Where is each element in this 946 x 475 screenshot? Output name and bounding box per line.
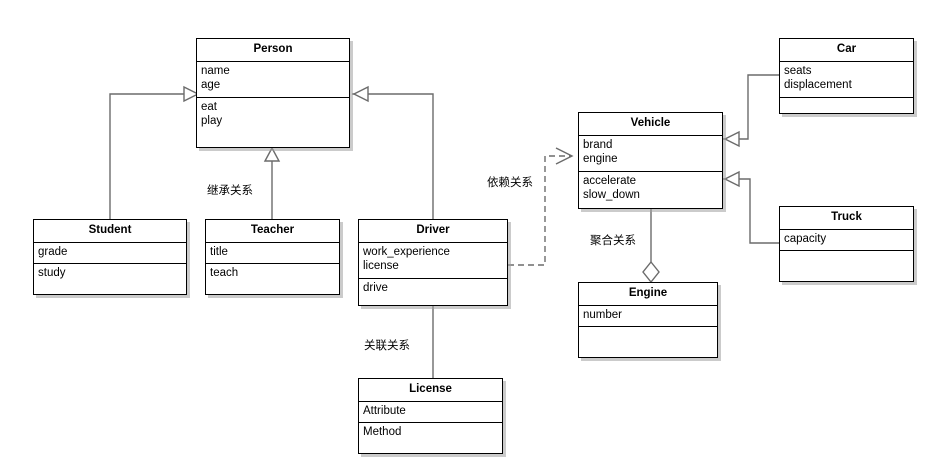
operation-item: study (38, 266, 66, 279)
dependency-driver-vehicle (508, 147, 574, 266)
attributes-compartment-student: grade (34, 243, 186, 264)
class-box-engine[interactable]: Engine number (578, 282, 718, 358)
operation-item: accelerate (583, 174, 637, 187)
operation-item: teach (210, 266, 239, 279)
attribute-item: title (210, 245, 228, 258)
attributes-compartment-person: name age (197, 62, 349, 98)
operations-compartment-vehicle: accelerate slow_down (579, 172, 722, 209)
attribute-item: capacity (784, 232, 827, 245)
class-box-license[interactable]: License Attribute Method (358, 378, 503, 454)
operation-item: play (201, 115, 223, 127)
operation-item: eat (201, 100, 217, 113)
class-name-student: Student (34, 220, 186, 243)
class-name-car: Car (780, 39, 913, 62)
operations-compartment-teacher: teach (206, 264, 339, 295)
attribute-item: number (583, 308, 622, 321)
attribute-item: seats (784, 64, 812, 77)
class-name-person: Person (197, 39, 349, 62)
operations-compartment-engine (579, 327, 717, 358)
class-box-teacher[interactable]: Teacher title teach (205, 219, 340, 295)
attribute-item: engine (583, 153, 618, 165)
generalization-truck-vehicle (723, 170, 779, 244)
attribute-item: grade (38, 245, 68, 258)
attribute-item: license (363, 260, 399, 272)
attributes-compartment-driver: work_experience license (359, 243, 507, 279)
class-name-license: License (359, 379, 502, 402)
generalization-teacher-person (263, 146, 281, 219)
class-box-student[interactable]: Student grade study (33, 219, 187, 295)
operation-item: Method (363, 425, 402, 438)
attribute-item: age (201, 79, 221, 91)
operations-compartment-truck (780, 251, 913, 282)
class-box-vehicle[interactable]: Vehicle brand engine accelerate slow_dow… (578, 112, 723, 209)
class-box-driver[interactable]: Driver work_experience license drive (358, 219, 508, 306)
operation-item: slow_down (583, 189, 640, 201)
generalization-driver-person (352, 85, 434, 219)
class-box-car[interactable]: Car seats displacement (779, 38, 914, 114)
class-name-teacher: Teacher (206, 220, 339, 243)
class-name-engine: Engine (579, 283, 717, 306)
attribute-item: name (201, 64, 230, 77)
attribute-item: brand (583, 138, 613, 151)
attributes-compartment-truck: capacity (780, 230, 913, 251)
operations-compartment-driver: drive (359, 279, 507, 306)
aggregation-vehicle-engine (642, 209, 660, 284)
operations-compartment-car (780, 98, 913, 114)
class-name-driver: Driver (359, 220, 507, 243)
attributes-compartment-license: Attribute (359, 402, 502, 423)
operations-compartment-person: eat play (197, 98, 349, 148)
operation-item: drive (363, 281, 388, 294)
label-association: 关联关系 (364, 338, 410, 352)
label-aggregation: 聚合关系 (590, 233, 636, 247)
attributes-compartment-car: seats displacement (780, 62, 913, 98)
attribute-item: Attribute (363, 404, 406, 417)
attributes-compartment-teacher: title (206, 243, 339, 264)
label-inheritance: 继承关系 (207, 183, 253, 197)
attribute-item: work_experience (363, 245, 450, 258)
operations-compartment-license: Method (359, 423, 502, 454)
attributes-compartment-vehicle: brand engine (579, 136, 722, 172)
attribute-item: displacement (784, 79, 852, 91)
label-dependency: 依赖关系 (487, 175, 533, 189)
class-box-truck[interactable]: Truck capacity (779, 206, 914, 282)
class-name-vehicle: Vehicle (579, 113, 722, 136)
generalization-student-person (109, 85, 200, 219)
class-box-person[interactable]: Person name age eat play (196, 38, 350, 148)
attributes-compartment-engine: number (579, 306, 717, 327)
class-name-truck: Truck (780, 207, 913, 230)
generalization-car-vehicle (723, 74, 779, 148)
operations-compartment-student: study (34, 264, 186, 295)
